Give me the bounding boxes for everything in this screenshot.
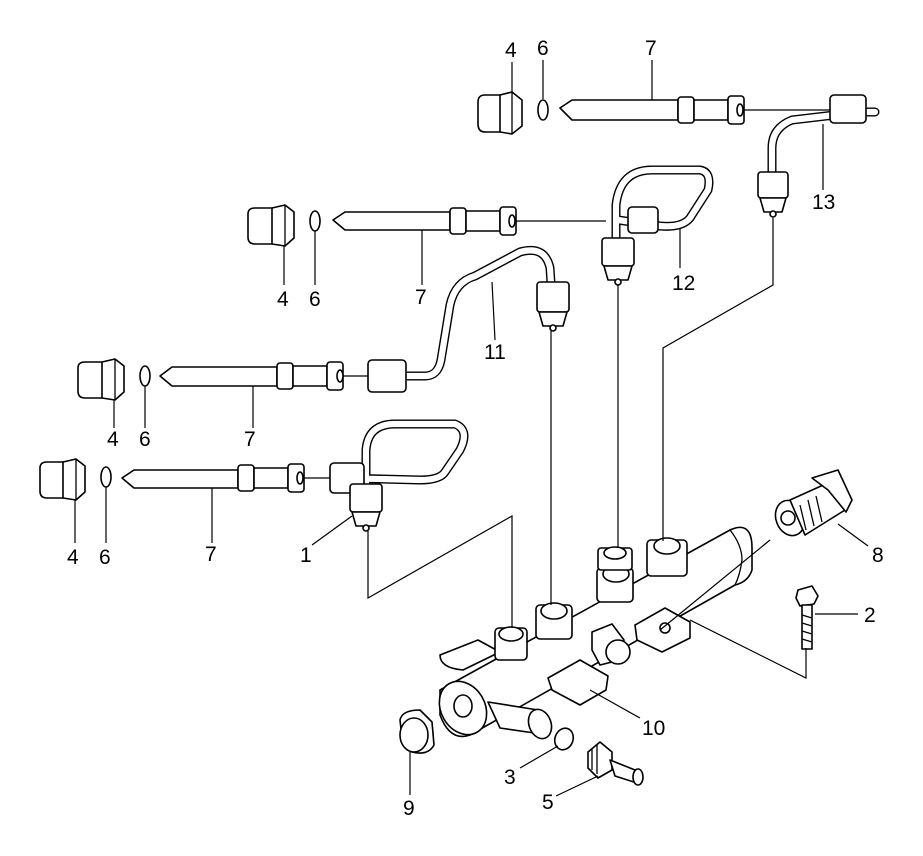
callout-3: 3	[504, 766, 516, 789]
injector-line-row4	[121, 463, 332, 493]
rail-boss-2	[535, 602, 573, 640]
injector-nut-row1	[477, 91, 523, 135]
callout-13: 13	[812, 191, 835, 214]
callout-labels: 4 6 7 13 4 6 7 12 11 4 6 7 4 6 7 1 8 2 1…	[67, 37, 884, 820]
pressure-sensor	[774, 469, 853, 537]
washer-row1	[537, 99, 549, 121]
injection-line-1	[329, 419, 469, 532]
callout-4-row3: 4	[107, 428, 119, 451]
callout-7-row1: 7	[645, 37, 657, 60]
callout-4-row2: 4	[277, 288, 289, 311]
callout-4-row4: 4	[67, 546, 79, 569]
callout-6-row3: 6	[139, 428, 151, 451]
callout-9: 9	[403, 797, 415, 820]
callout-7-row4: 7	[205, 543, 217, 566]
assembly-guide-lines	[367, 218, 807, 679]
washer-row3	[139, 365, 151, 387]
callout-2: 2	[864, 604, 876, 627]
callout-5: 5	[542, 791, 554, 814]
injector-nut-row2	[247, 204, 295, 247]
washer-row2	[309, 210, 321, 232]
injector-line-row1	[559, 95, 830, 125]
end-plug	[399, 709, 435, 754]
rail-boss-1	[494, 626, 528, 661]
callout-8: 8	[872, 544, 884, 567]
washer-row4	[100, 466, 112, 488]
callout-12: 12	[672, 272, 695, 295]
callout-6-row4: 6	[99, 546, 111, 569]
callout-11: 11	[484, 341, 506, 364]
return-fitting	[587, 741, 644, 786]
injection-line-11	[367, 245, 570, 393]
rail-boss-4	[646, 537, 688, 577]
injector-line-row2	[332, 206, 606, 236]
fuel-rail	[438, 526, 753, 740]
rail-boss-3	[596, 546, 634, 603]
leader-lines	[74, 60, 869, 797]
callout-1: 1	[300, 544, 312, 567]
callout-7-row3: 7	[244, 428, 256, 451]
o-ring	[553, 727, 575, 751]
callout-10: 10	[642, 717, 665, 740]
callout-7-row2: 7	[415, 286, 427, 309]
callout-6-row1: 6	[537, 37, 549, 60]
callout-4-row1: 4	[505, 39, 517, 62]
injector-line-row3	[159, 361, 372, 391]
injection-line-13	[757, 94, 880, 218]
callout-6-row2: 6	[309, 288, 321, 311]
injection-line-12	[601, 165, 714, 286]
mounting-bolt	[795, 585, 819, 650]
injector-nut-row4	[39, 458, 86, 501]
injector-nut-row3	[77, 358, 125, 401]
